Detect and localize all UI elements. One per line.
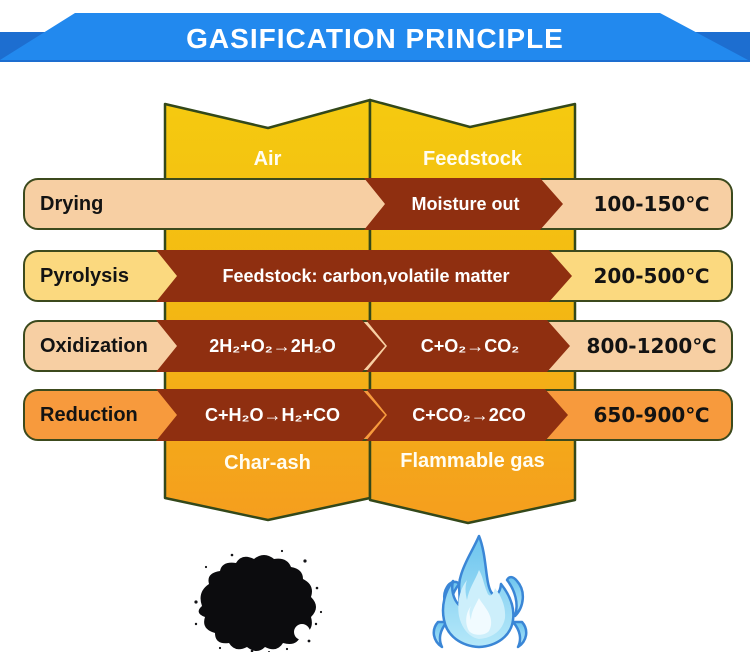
process-arrow-text: Feedstock: carbon,volatile matter xyxy=(222,265,510,286)
char-powder-notch xyxy=(294,624,310,640)
process-arrow-text: 2H₂+O₂→2H₂O xyxy=(209,335,336,356)
process-arrow-text: C+H₂O→H₂+CO xyxy=(204,404,341,425)
flame-core xyxy=(466,598,492,635)
process-arrow-text: C+CO₂→2CO xyxy=(412,404,526,425)
flame-right-tongue xyxy=(505,575,524,618)
column-label-air: Air xyxy=(253,148,282,170)
process-arrow-moisture-out: Moisture out xyxy=(364,178,563,230)
row-temp-pyrolysis: 200-500℃ xyxy=(593,264,710,288)
process-arrow-pyrolysis: Feedstock: carbon,volatile matter xyxy=(156,250,572,302)
char-powder-speckles xyxy=(194,549,323,652)
row-temp-reduction: 650-900℃ xyxy=(593,403,710,427)
process-arrow-oxidization-1: 2H₂+O₂→2H₂O xyxy=(156,320,385,372)
row-temp-oxidization: 800-1200℃ xyxy=(586,334,717,358)
column-label-char-ash: Char-ash xyxy=(224,452,311,474)
banner-ribbon xyxy=(0,13,748,60)
row-label-drying: Drying xyxy=(40,192,104,215)
process-arrow-reduction-1: C+H₂O→H₂+CO xyxy=(156,389,385,441)
row-label-reduction: Reduction xyxy=(40,403,138,426)
row-label-oxidization: Oxidization xyxy=(40,334,148,357)
row-temp-drying: 100-150℃ xyxy=(593,192,710,216)
flame-bottom-right-spike xyxy=(511,620,528,649)
page-title: GASIFICATION PRINCIPLE xyxy=(186,23,564,54)
column-label-feedstock: Feedstock xyxy=(423,148,522,170)
flame-image xyxy=(432,534,528,649)
process-arrow-text: C+O₂→CO₂ xyxy=(420,335,520,356)
char-ash-image xyxy=(194,549,323,652)
process-arrow-text: Moisture out xyxy=(411,193,520,214)
process-arrow-reduction-2: C+CO₂→2CO xyxy=(366,389,568,441)
flame-bottom-left-spike xyxy=(432,620,449,649)
char-powder-blob xyxy=(198,555,316,651)
column-label-flammable-gas: Flammable gas xyxy=(400,450,545,472)
row-label-pyrolysis: Pyrolysis xyxy=(40,264,129,287)
process-arrow-oxidization-2: C+O₂→CO₂ xyxy=(366,320,570,372)
